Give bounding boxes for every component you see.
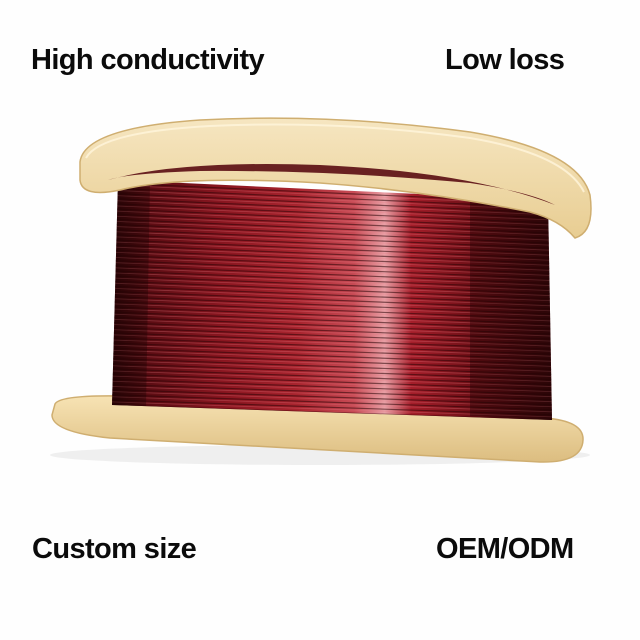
wire-winding-highlight bbox=[112, 391, 552, 408]
wire-winding-highlight bbox=[112, 256, 552, 277]
wire-winding-highlight bbox=[112, 308, 552, 327]
wire-winding bbox=[112, 306, 552, 325]
wire-winding bbox=[112, 321, 552, 340]
wire-winding-highlight bbox=[112, 344, 552, 362]
wire-winding bbox=[112, 192, 552, 214]
feature-label-low-loss: Low loss bbox=[445, 44, 565, 76]
wire-winding bbox=[112, 275, 552, 295]
wire-winding bbox=[112, 378, 552, 396]
wire-winding bbox=[112, 347, 552, 366]
wire-winding-highlight bbox=[112, 241, 552, 261]
wire-winding bbox=[112, 239, 552, 260]
wire-winding bbox=[112, 203, 552, 224]
wire-winding bbox=[112, 254, 552, 275]
wire-winding bbox=[112, 301, 552, 320]
wire-winding bbox=[112, 388, 552, 406]
wire-winding-highlight bbox=[112, 360, 552, 377]
wire-winding bbox=[112, 218, 552, 239]
wire-winding-highlight bbox=[112, 313, 552, 332]
wire-winding bbox=[112, 285, 552, 305]
wire-winding bbox=[112, 342, 552, 361]
feature-label-oem-odm: OEM/ODM bbox=[436, 533, 574, 565]
wire-winding-highlight bbox=[112, 246, 552, 266]
wire-winding bbox=[112, 244, 552, 265]
wire-winding bbox=[112, 259, 552, 280]
wire-winding-highlight bbox=[112, 354, 552, 372]
wire-winding-highlight bbox=[112, 339, 552, 357]
wire-winding-highlight bbox=[112, 194, 552, 216]
wire-winding bbox=[112, 295, 552, 315]
wire-winding-highlight bbox=[112, 380, 552, 398]
wire-winding bbox=[112, 208, 552, 229]
wire-winding-highlight bbox=[112, 293, 552, 312]
wire-winding-highlight bbox=[112, 298, 552, 317]
wire-winding-highlight bbox=[112, 318, 552, 337]
wire-winding bbox=[112, 265, 552, 285]
wire-winding bbox=[112, 373, 552, 391]
bottom-flange bbox=[51, 395, 584, 463]
wire-winding-highlight bbox=[112, 303, 552, 322]
wire-winding bbox=[112, 290, 552, 310]
wire-winding-highlight bbox=[112, 385, 552, 403]
wire-winding-highlight bbox=[112, 210, 552, 231]
wire-winding bbox=[112, 332, 552, 350]
top-flange bbox=[79, 117, 592, 239]
wire-winding bbox=[112, 357, 552, 376]
wire-winding-highlight bbox=[112, 334, 552, 352]
wire-winding bbox=[112, 228, 552, 250]
wire-winding-highlight bbox=[112, 349, 552, 367]
wire-winding bbox=[112, 316, 552, 335]
feature-label-custom-size: Custom size bbox=[32, 533, 197, 565]
wire-winding-highlight bbox=[112, 282, 552, 302]
wire-winding-highlight bbox=[112, 251, 552, 272]
wire-winding-highlight bbox=[112, 323, 552, 342]
wire-winding-highlight bbox=[112, 329, 552, 347]
wire-winding-highlight bbox=[112, 396, 552, 413]
wire-winding bbox=[112, 399, 552, 416]
wire-winding bbox=[112, 368, 552, 386]
wire-winding bbox=[112, 249, 552, 270]
wire-winding bbox=[112, 311, 552, 330]
wire-winding-highlight bbox=[112, 262, 552, 282]
wire-winding bbox=[112, 280, 552, 300]
wire-winding-highlight bbox=[112, 277, 552, 297]
wire-winding-highlight bbox=[112, 200, 552, 221]
wire-winding bbox=[112, 363, 552, 381]
wire-winding-highlight bbox=[112, 287, 552, 307]
wire-winding bbox=[112, 394, 552, 411]
wire-winding bbox=[112, 326, 552, 345]
wire-winding bbox=[112, 187, 552, 209]
wire-winding bbox=[112, 197, 552, 219]
wire-winding bbox=[112, 270, 552, 290]
wire-winding bbox=[112, 383, 552, 401]
wire-winding-highlight bbox=[112, 205, 552, 226]
copper-coil bbox=[112, 180, 552, 420]
wire-winding-highlight bbox=[112, 375, 552, 393]
wire-winding-highlight bbox=[112, 189, 552, 211]
wire-winding-highlight bbox=[112, 365, 552, 383]
feature-label-high-conductivity: High conductivity bbox=[31, 44, 265, 76]
wire-winding-highlight bbox=[112, 272, 552, 292]
wire-winding-highlight bbox=[112, 231, 552, 251]
wire-winding-highlight bbox=[112, 236, 552, 256]
wire-winding-highlight bbox=[112, 401, 552, 418]
wire-winding-highlight bbox=[112, 225, 552, 246]
wire-winding bbox=[112, 352, 552, 371]
wire-winding bbox=[112, 234, 552, 255]
wire-winding-highlight bbox=[112, 267, 552, 287]
wire-winding-highlight bbox=[112, 215, 552, 236]
wire-winding bbox=[112, 337, 552, 355]
wire-winding-highlight bbox=[112, 220, 552, 241]
wire-winding-highlight bbox=[112, 370, 552, 388]
wire-winding bbox=[112, 223, 552, 244]
wire-winding bbox=[112, 213, 552, 234]
